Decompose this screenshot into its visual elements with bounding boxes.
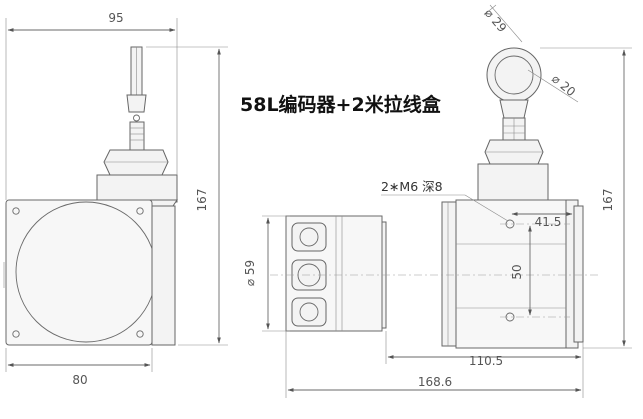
front-housing [3,199,176,346]
dim-front-80: 80 [5,348,153,387]
side-view: ⌀ 29 ⌀ 20 [243,4,632,398]
dim-pulley-29: ⌀ 29 [482,4,523,43]
mount-hole-br [136,330,144,338]
front-view: 95 80 167 [3,11,228,387]
dim-side-167: 167 [540,47,632,349]
dim-front-95: 95 [5,11,178,200]
dim-110-5-label: 110.5 [469,354,503,368]
dim-95-label: 95 [108,11,123,25]
dim-side-41-5: 41.5 [511,212,573,229]
note-m6-label: 2∗M6 深8 [381,179,443,194]
dim-168-6-label: 168.6 [418,375,452,389]
connector-bottom [291,297,327,327]
side-pulley [486,47,542,141]
dim-50-label: 50 [510,264,524,279]
dim-side-50: 50 [510,225,532,316]
connector-top [291,222,327,252]
side-outlet-boss [477,139,549,201]
dim-167-left-label: 167 [195,189,209,212]
dim-20-label: ⌀ 20 [549,72,578,100]
dim-front-167: 167 [146,46,228,346]
front-cable [126,46,147,151]
note-m6: 2∗M6 深8 [381,179,509,222]
dim-side-59: ⌀ 59 [243,215,290,332]
dim-80-label: 80 [72,373,87,387]
side-body [441,199,584,349]
mount-hole-bl [12,330,20,338]
mount-hole-tr [136,207,144,215]
dim-29-label: ⌀ 29 [482,6,510,35]
dim-59-label: ⌀ 59 [243,260,257,286]
dim-167-right-label: 167 [601,189,615,212]
mount-hole-tl [12,207,20,215]
dim-side-168-6: 168.6 [285,331,584,398]
dim-side-110-5: 110.5 [385,331,584,368]
side-encoder [270,215,600,332]
drawing-title: 58L编码器+2米拉线盒 [240,93,442,116]
dim-41-5-label: 41.5 [535,215,562,229]
